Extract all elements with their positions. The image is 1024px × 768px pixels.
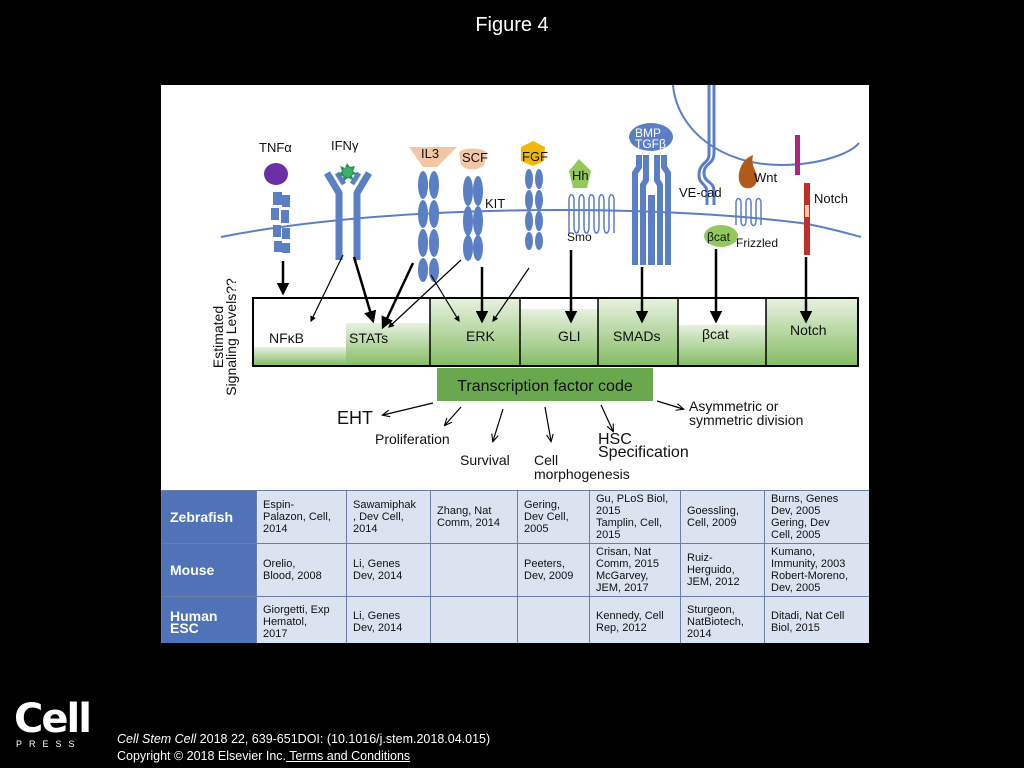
vecad-icon	[697, 85, 716, 205]
tnf-label: TNFα	[259, 140, 292, 155]
outcome-asym-2: symmetric division	[689, 412, 803, 428]
side-label-line2: Signaling Levels??	[223, 278, 239, 396]
outcome-cell-morph-2: morphogenesis	[534, 466, 630, 482]
pathway-notch: Notch	[790, 322, 827, 338]
reference-cell: Giorgetti, Exp Hematol, 2017	[256, 596, 347, 643]
reference-cell: Sawamiphak , Dev Cell, 2014	[346, 490, 431, 544]
reference-cell: Burns, Genes Dev, 2005 Gering, Dev Cell,…	[764, 490, 869, 544]
wnt-label: Wnt	[754, 170, 778, 185]
notch-ligand-icon	[795, 135, 800, 175]
pathway-gli: GLI	[558, 328, 581, 344]
bcat-protein-label: βcat	[707, 230, 731, 244]
reference-cell: Gering, Dev Cell, 2005	[517, 490, 590, 544]
reference-cell	[430, 596, 518, 643]
hh-label: Hh	[572, 168, 589, 183]
reference-cell	[430, 543, 518, 597]
outcome-eht: EHT	[337, 408, 373, 428]
outcome-hsc-2: Specification	[598, 444, 689, 461]
reference-cell: Zhang, Nat Comm, 2014	[430, 490, 518, 544]
tf-code-label: Transcription factor code	[457, 378, 633, 395]
vecad-label: VE-cad	[679, 185, 722, 200]
scf-label: SCF	[462, 150, 488, 165]
notch-receptor-label: Notch	[814, 191, 848, 206]
hh-ligand-icon	[569, 159, 591, 188]
bmp-label: BMP	[635, 126, 661, 140]
citation: Cell Stem Cell 2018 22, 639-651DOI: (10.…	[117, 731, 490, 765]
slide-title: Figure 4	[475, 14, 549, 36]
reference-cell: Ditadi, Nat Cell Biol, 2015	[764, 596, 869, 643]
terms-link[interactable]: Terms and Conditions	[286, 749, 411, 763]
logo-press: PRESS	[16, 739, 82, 749]
reference-cell: Ruiz- Herguido, JEM, 2012	[680, 543, 765, 597]
reference-cell: Sturgeon, NatBiotech, 2014	[680, 596, 765, 643]
species-cell: Mouse	[161, 543, 257, 597]
pathway-bcat: βcat	[702, 326, 729, 342]
logo-word: Cell	[14, 696, 92, 742]
reference-cell: Kennedy, Cell Rep, 2012	[589, 596, 681, 643]
figure-panel: TNFα IFNγ IL3 SCF FGF Hh BMP TGFβ Wnt KI…	[161, 85, 869, 643]
kit-receptor-icon	[463, 176, 483, 261]
tf-code-box	[437, 368, 653, 401]
species-cell: Zebrafish	[161, 490, 257, 544]
citation-copyright: Copyright © 2018 Elsevier Inc.	[117, 749, 287, 763]
frizzled-receptor-icon	[735, 197, 762, 227]
tnf-receptor-icon	[271, 192, 290, 253]
reference-cell: Crisan, Nat Comm, 2015 McGarvey, JEM, 20…	[589, 543, 681, 597]
pathway-erk: ERK	[466, 328, 495, 344]
reference-cell: Kumano, Immunity, 2003 Robert-Moreno, De…	[764, 543, 869, 597]
reference-cell: Espin- Palazon, Cell, 2014	[256, 490, 347, 544]
bcat-protein-icon	[704, 225, 738, 247]
fgf-ligand-icon	[521, 141, 545, 166]
pathway-stats: STATs	[349, 330, 388, 346]
fgf-receptor-icon	[525, 169, 543, 250]
bmp-ligand-icon	[629, 123, 673, 151]
tnf-ligand-icon	[264, 163, 288, 185]
pathway-nfkb: NFκB	[269, 330, 304, 346]
reference-cell: Li, Genes Dev, 2014	[346, 596, 431, 643]
species-cell: Human ESC	[161, 596, 257, 643]
outcome-proliferation: Proliferation	[375, 431, 450, 447]
wnt-ligand-icon	[738, 155, 758, 189]
reference-cell	[517, 596, 590, 643]
il3-ligand-icon	[409, 147, 457, 167]
outcome-hsc-1: HSC	[598, 431, 632, 448]
scf-ligand-icon	[459, 148, 487, 170]
smo-receptor-icon	[568, 194, 615, 234]
il3-receptor-icon	[418, 171, 439, 282]
citation-journal: Cell Stem Cell	[117, 732, 197, 746]
ifn-label: IFNγ	[331, 138, 359, 153]
endothelial-membrane	[672, 85, 860, 167]
reference-cell: Orelio, Blood, 2008	[256, 543, 347, 597]
frizzled-label: Frizzled	[736, 236, 778, 250]
fgf-label: FGF	[522, 149, 548, 164]
outcome-asym-1: Asymmetric or	[689, 398, 779, 414]
outcome-cell-morph-1: Cell	[534, 452, 558, 468]
ifn-receptor-icon	[323, 171, 373, 260]
reference-cell: Peeters, Dev, 2009	[517, 543, 590, 597]
reference-cell: Goessling, Cell, 2009	[680, 490, 765, 544]
il3-label: IL3	[421, 146, 439, 161]
tgf-label: TGFβ	[635, 137, 666, 151]
cell-press-logo: Cell PRESS	[14, 696, 92, 749]
signaling-diagram: TNFα IFNγ IL3 SCF FGF Hh BMP TGFβ Wnt KI…	[210, 85, 862, 482]
side-label-line1: Estimated	[210, 306, 226, 368]
citation-ref: 2018 22, 639-651DOI: (10.1016/j.stem.201…	[196, 732, 491, 746]
outcome-survival: Survival	[460, 452, 510, 468]
smad-receptor-icon	[632, 155, 671, 265]
pathway-bar: NFκB STATs ERK GLI SMADs βcat Notch	[252, 297, 859, 367]
reference-cell: Li, Genes Dev, 2014	[346, 543, 431, 597]
reference-cell: Gu, PLoS Biol, 2015 Tamplin, Cell, 2015	[589, 490, 681, 544]
pathway-smads: SMADs	[613, 328, 660, 344]
smo-label: Smo	[567, 230, 592, 244]
kit-label: KIT	[485, 196, 505, 211]
notch-receptor-icon	[804, 183, 810, 255]
